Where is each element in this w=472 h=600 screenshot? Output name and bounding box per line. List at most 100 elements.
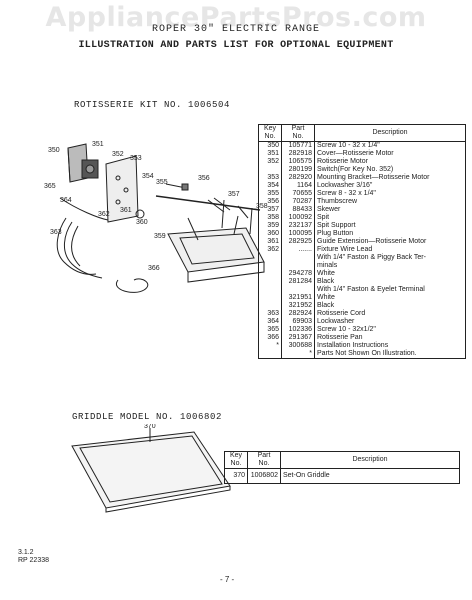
desc-cell: Set-On Griddle xyxy=(283,472,330,479)
desc-cell: White xyxy=(317,294,335,301)
key-cell: 360 xyxy=(267,230,279,237)
callout-351: 351 xyxy=(92,141,104,148)
part-cell: 232137 xyxy=(281,222,315,230)
part-cell xyxy=(281,254,315,262)
key-cell xyxy=(259,286,282,294)
table-row: minals xyxy=(259,262,466,270)
desc-cell: Spit Support xyxy=(317,222,356,229)
callout-355: 355 xyxy=(156,179,168,186)
table-row: With 1/4" Faston & Piggy Back Ter- xyxy=(259,254,466,262)
key-cell: 370 xyxy=(233,472,245,479)
part-cell: 291367 xyxy=(281,334,315,342)
part-cell: ....... xyxy=(281,246,315,254)
footer-code2: RP 22338 xyxy=(18,557,50,564)
key-cell: 364 xyxy=(267,318,279,325)
desc-cell: Guide Extension—Rotisserie Motor xyxy=(317,238,427,245)
desc-cell: Lockwasher 3/16" xyxy=(317,182,373,189)
key-cell xyxy=(259,262,282,270)
col-desc-header: Description xyxy=(314,124,466,142)
desc-cell: With 1/4" Faston & Piggy Back Ter- xyxy=(317,254,426,261)
callout-365: 365 xyxy=(44,183,56,190)
key-cell: 361 xyxy=(267,238,279,245)
part-cell: * xyxy=(281,350,315,359)
desc-cell: Mounting Bracket—Rotisserie Motor xyxy=(317,174,430,181)
part-cell: 282920 xyxy=(281,174,315,182)
callout-356: 356 xyxy=(198,175,210,182)
desc-cell: minals xyxy=(317,262,338,269)
callout-366: 366 xyxy=(148,265,160,272)
key-cell: 366 xyxy=(267,334,279,341)
part-cell: 282925 xyxy=(281,238,315,246)
desc-cell: Skewer xyxy=(317,206,341,213)
callout-357: 357 xyxy=(228,191,240,198)
page-number: - 7 - xyxy=(220,575,235,584)
key-cell xyxy=(259,254,282,262)
desc-cell: Cover—Rotisserie Motor xyxy=(317,150,394,157)
griddle-illustration: 370 xyxy=(71,424,231,513)
key-cell: 352 xyxy=(267,158,279,165)
desc-cell: Screw 10 - 32 x 1/4" xyxy=(317,142,380,149)
desc-cell: Rotisserie Cord xyxy=(317,310,366,317)
callout-362: 362 xyxy=(98,211,110,218)
key-cell xyxy=(259,270,282,278)
callout-350: 350 xyxy=(48,147,60,154)
part-cell: 105771 xyxy=(281,141,315,150)
key-cell: 354 xyxy=(267,182,279,189)
table-row: With 1/4" Faston & Eyelet Terminal xyxy=(259,286,466,294)
part-cell: 300688 xyxy=(281,342,315,350)
key-cell: 353 xyxy=(267,174,279,181)
key-cell: 358 xyxy=(267,214,279,221)
callout-352: 352 xyxy=(112,151,124,158)
callout-360: 360 xyxy=(136,219,148,226)
callout-359: 359 xyxy=(154,233,166,240)
part-cell xyxy=(281,262,315,270)
part-cell: 100095 xyxy=(281,230,315,238)
desc-cell: Thumbscrew xyxy=(317,198,358,205)
part-cell: 294278 xyxy=(281,270,315,278)
part-cell xyxy=(281,286,315,294)
table-row: 362.......Fixture Wire Lead xyxy=(259,246,466,254)
desc-cell: With 1/4" Faston & Eyelet Terminal xyxy=(317,286,425,293)
callout-354: 354 xyxy=(142,173,154,180)
callout-358: 358 xyxy=(256,203,268,210)
part-cell: 102336 xyxy=(281,326,315,334)
key-cell: 350 xyxy=(267,142,279,149)
rotisserie-illustration: 350 351 352 353 354 355 356 357 358 359 … xyxy=(44,141,268,293)
desc-cell: Switch(For Key No. 352) xyxy=(317,166,394,173)
part-cell: 70287 xyxy=(281,198,315,206)
header-line1: ROPER 30" ELECTRIC RANGE xyxy=(151,24,321,35)
desc-cell: Black xyxy=(317,278,335,285)
key-cell: 363 xyxy=(267,310,279,317)
callout-363: 363 xyxy=(50,229,62,236)
key-cell xyxy=(259,294,282,302)
key-cell xyxy=(259,166,282,174)
desc-cell: Rotisserie Pan xyxy=(317,334,363,341)
part-cell: 70655 xyxy=(281,190,315,198)
key-cell: 351 xyxy=(267,150,279,157)
watermark: AppliancePartsPros.com xyxy=(45,2,427,33)
